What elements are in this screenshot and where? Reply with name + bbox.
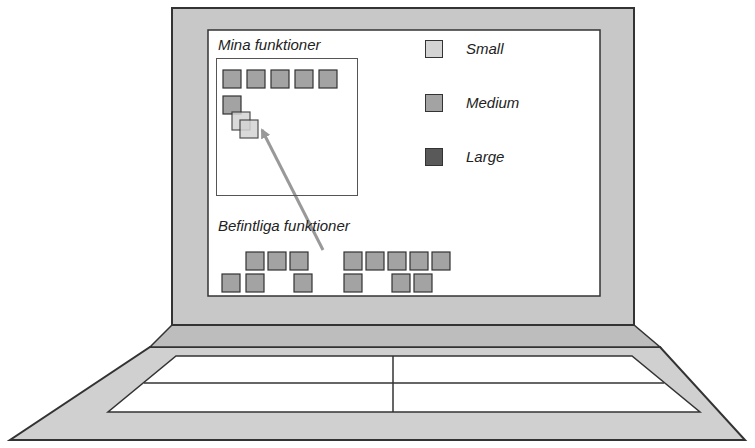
box-heading: Mina funktioner bbox=[218, 36, 358, 53]
section-label: Befintliga funktioner bbox=[218, 217, 350, 234]
box-border bbox=[216, 58, 358, 196]
legend-text: Medium bbox=[466, 94, 519, 111]
legend-text: Large bbox=[466, 148, 504, 165]
legend-swatch bbox=[425, 40, 443, 58]
function-box: Mina funktioner bbox=[216, 36, 358, 196]
legend-swatch bbox=[425, 94, 443, 112]
legend-text: Small bbox=[466, 40, 504, 57]
legend-swatch bbox=[425, 148, 443, 166]
